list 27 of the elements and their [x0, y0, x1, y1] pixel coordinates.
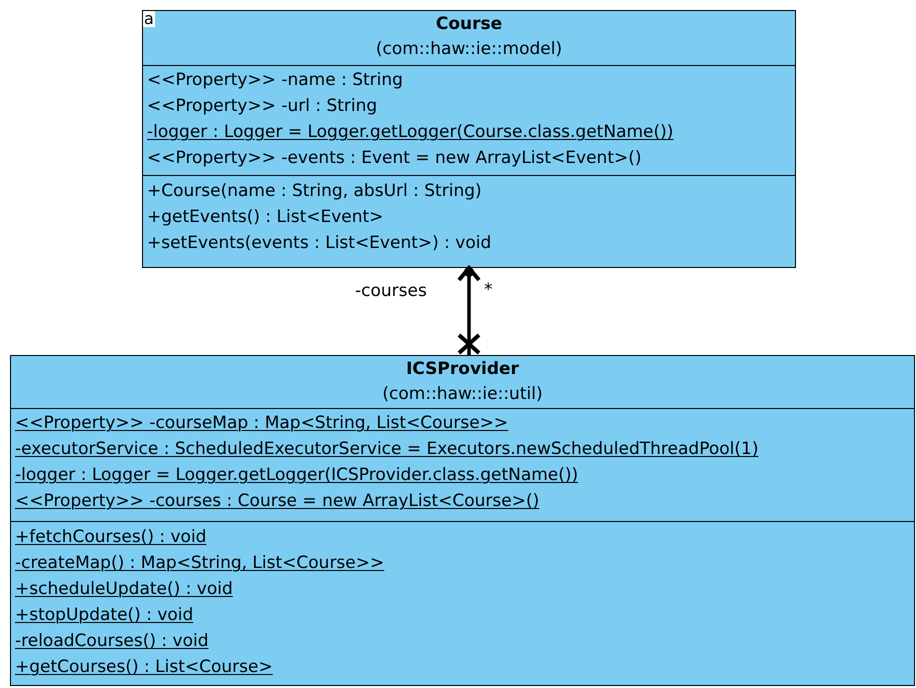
static-member-text: -logger : Logger = Logger.getLogger(ICSProvider.class.getName()): [15, 464, 578, 487]
class-name: ICSProvider: [406, 358, 519, 381]
static-member-text: <<Property>> -courses : Course = new ArrayList<Course>(): [15, 490, 540, 513]
static-member-text: +scheduleUpdate() : void: [15, 578, 233, 601]
member-text: +setEvents(events : List<Event>) : void: [147, 232, 492, 255]
static-member-text: +fetchCourses() : void: [15, 526, 206, 549]
member-text: <<Property>> -url : String: [147, 95, 378, 118]
static-member-text: -executorService : ScheduledExecutorService = Executors.newScheduledThreadPool(1): [15, 438, 758, 461]
package-name: (com::haw::ie::util): [382, 383, 543, 406]
class-box: [10, 355, 915, 686]
static-member-text: <<Property>> -courseMap : Map<String, List<Course>>: [15, 412, 508, 435]
package-name: (com::haw::ie::model): [376, 38, 562, 61]
role-name-label: -courses: [355, 280, 427, 303]
class-name: Course: [436, 13, 502, 36]
static-member-text: +stopUpdate() : void: [15, 604, 194, 627]
member-text: +getEvents() : List<Event>: [147, 206, 384, 229]
association-arrow: [457, 265, 481, 355]
class-icon-letter: a: [143, 11, 155, 27]
class-box: [142, 10, 796, 268]
static-member-text: -createMap() : Map<String, List<Course>>: [15, 552, 384, 575]
multiplicity-label: *: [484, 279, 492, 302]
member-text: <<Property>> -events : Event = new ArrayList<Event>(): [147, 147, 642, 170]
member-text: <<Property>> -name : String: [147, 69, 403, 92]
static-member-text: -reloadCourses() : void: [15, 630, 209, 653]
member-text: +Course(name : String, absUrl : String): [147, 180, 482, 203]
static-member-text: -logger : Logger = Logger.getLogger(Course.class.getName()): [147, 121, 674, 144]
static-member-text: +getCourses() : List<Course>: [15, 656, 273, 679]
